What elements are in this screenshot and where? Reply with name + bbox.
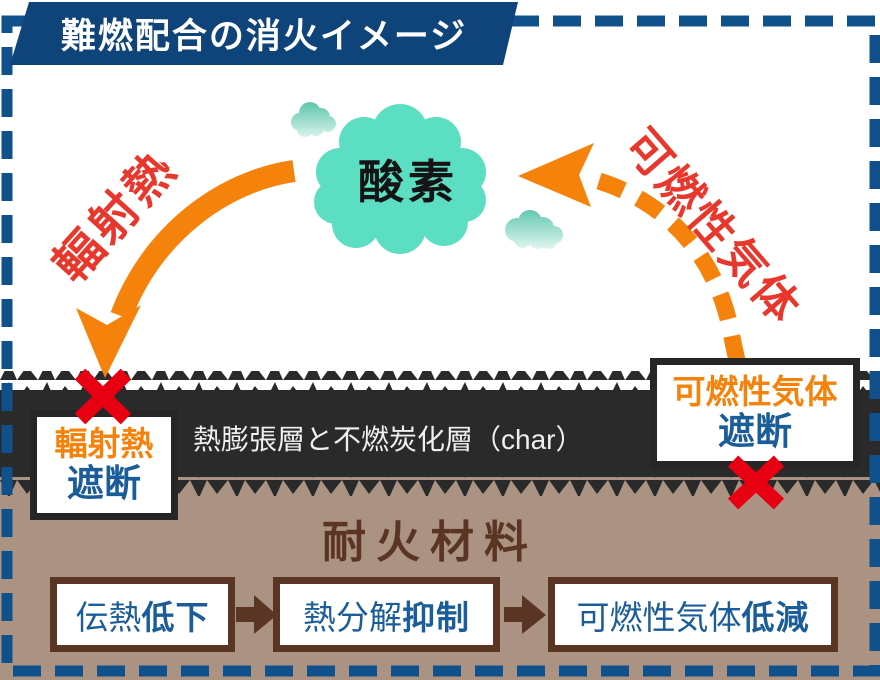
block-label-blue: 遮断 <box>718 410 792 452</box>
char-layer-label: 熱膨張層と不燃炭化層（char） <box>193 424 584 455</box>
small-cloud-icon <box>291 102 336 137</box>
flow-step-text: 可燃性気体 <box>576 598 742 636</box>
dashed-frame <box>1 15 880 677</box>
flow-step-text-bold: 抑制 <box>402 598 470 636</box>
flow-arrow-icon <box>504 595 546 634</box>
page-title: 難燃配合の消火イメージ <box>60 17 468 56</box>
block-label-blue: 遮断 <box>67 462 141 504</box>
material-title: 耐火材料 <box>322 518 538 567</box>
flow-step-heat-transfer: 伝熱低下 <box>50 577 235 652</box>
small-cloud-icon <box>505 210 563 249</box>
flow-arrow-icon <box>236 595 277 634</box>
flammable-gas-block-box: 可燃性気体 遮断 <box>650 358 860 468</box>
flow-step-text-bold: 低下 <box>141 598 210 636</box>
flammable-gas-label: 可燃性気体 <box>615 119 811 334</box>
page-title-ribbon: 難燃配合の消火イメージ <box>10 2 518 65</box>
oxygen-label: 酸素 <box>358 156 458 208</box>
flow-step-gas-reduction: 可燃性気体低減 <box>548 577 838 652</box>
radiant-heat-block-box: 輻射熱 遮断 <box>30 410 178 520</box>
block-label-orange: 輻射熱 <box>54 424 154 462</box>
radiant-heat-label: 輻射熱 <box>44 140 188 293</box>
flow-step-pyrolysis: 熱分解抑制 <box>273 577 500 652</box>
flow-step-text: 伝熱 <box>75 598 142 636</box>
flow-step-text: 熱分解 <box>303 598 402 636</box>
block-label-orange: 可燃性気体 <box>672 372 838 410</box>
flow-step-text-bold: 低減 <box>741 598 810 636</box>
